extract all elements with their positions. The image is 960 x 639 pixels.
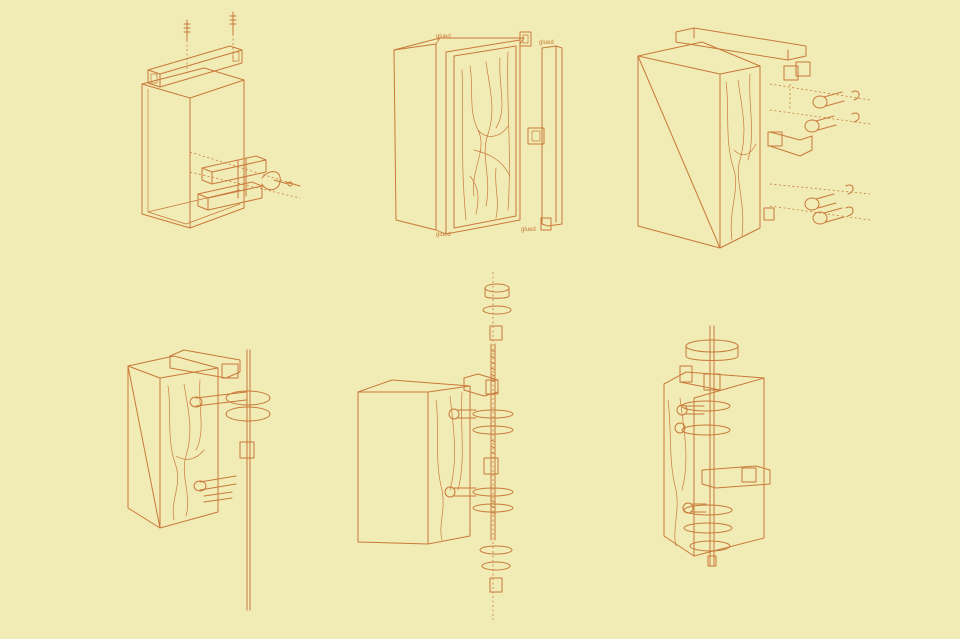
- clips: [845, 90, 860, 217]
- step-2-panel-glued: glued glued glued glued: [393, 31, 563, 238]
- label-glued-bottom-left: glued: [436, 232, 451, 238]
- hook-hardware: [261, 171, 301, 191]
- right-bar: [527, 45, 563, 231]
- step-5-exploded-rod: [357, 272, 514, 620]
- top-screws: [183, 11, 237, 75]
- step-1-box-frame: [141, 11, 301, 229]
- carved-panel: [445, 39, 521, 235]
- open-box: [141, 67, 245, 229]
- top-bar: [147, 45, 243, 88]
- step-4-rod: [127, 349, 271, 611]
- side-bars: [189, 151, 301, 211]
- label-glued-bottom-right: glued: [521, 227, 536, 233]
- step-6-assembled: [663, 325, 771, 567]
- label-glued-top-right: glued: [539, 40, 554, 46]
- step-3-pegs: [637, 27, 871, 249]
- label-glued-top-left: glued: [436, 34, 451, 40]
- pegs: [804, 91, 845, 225]
